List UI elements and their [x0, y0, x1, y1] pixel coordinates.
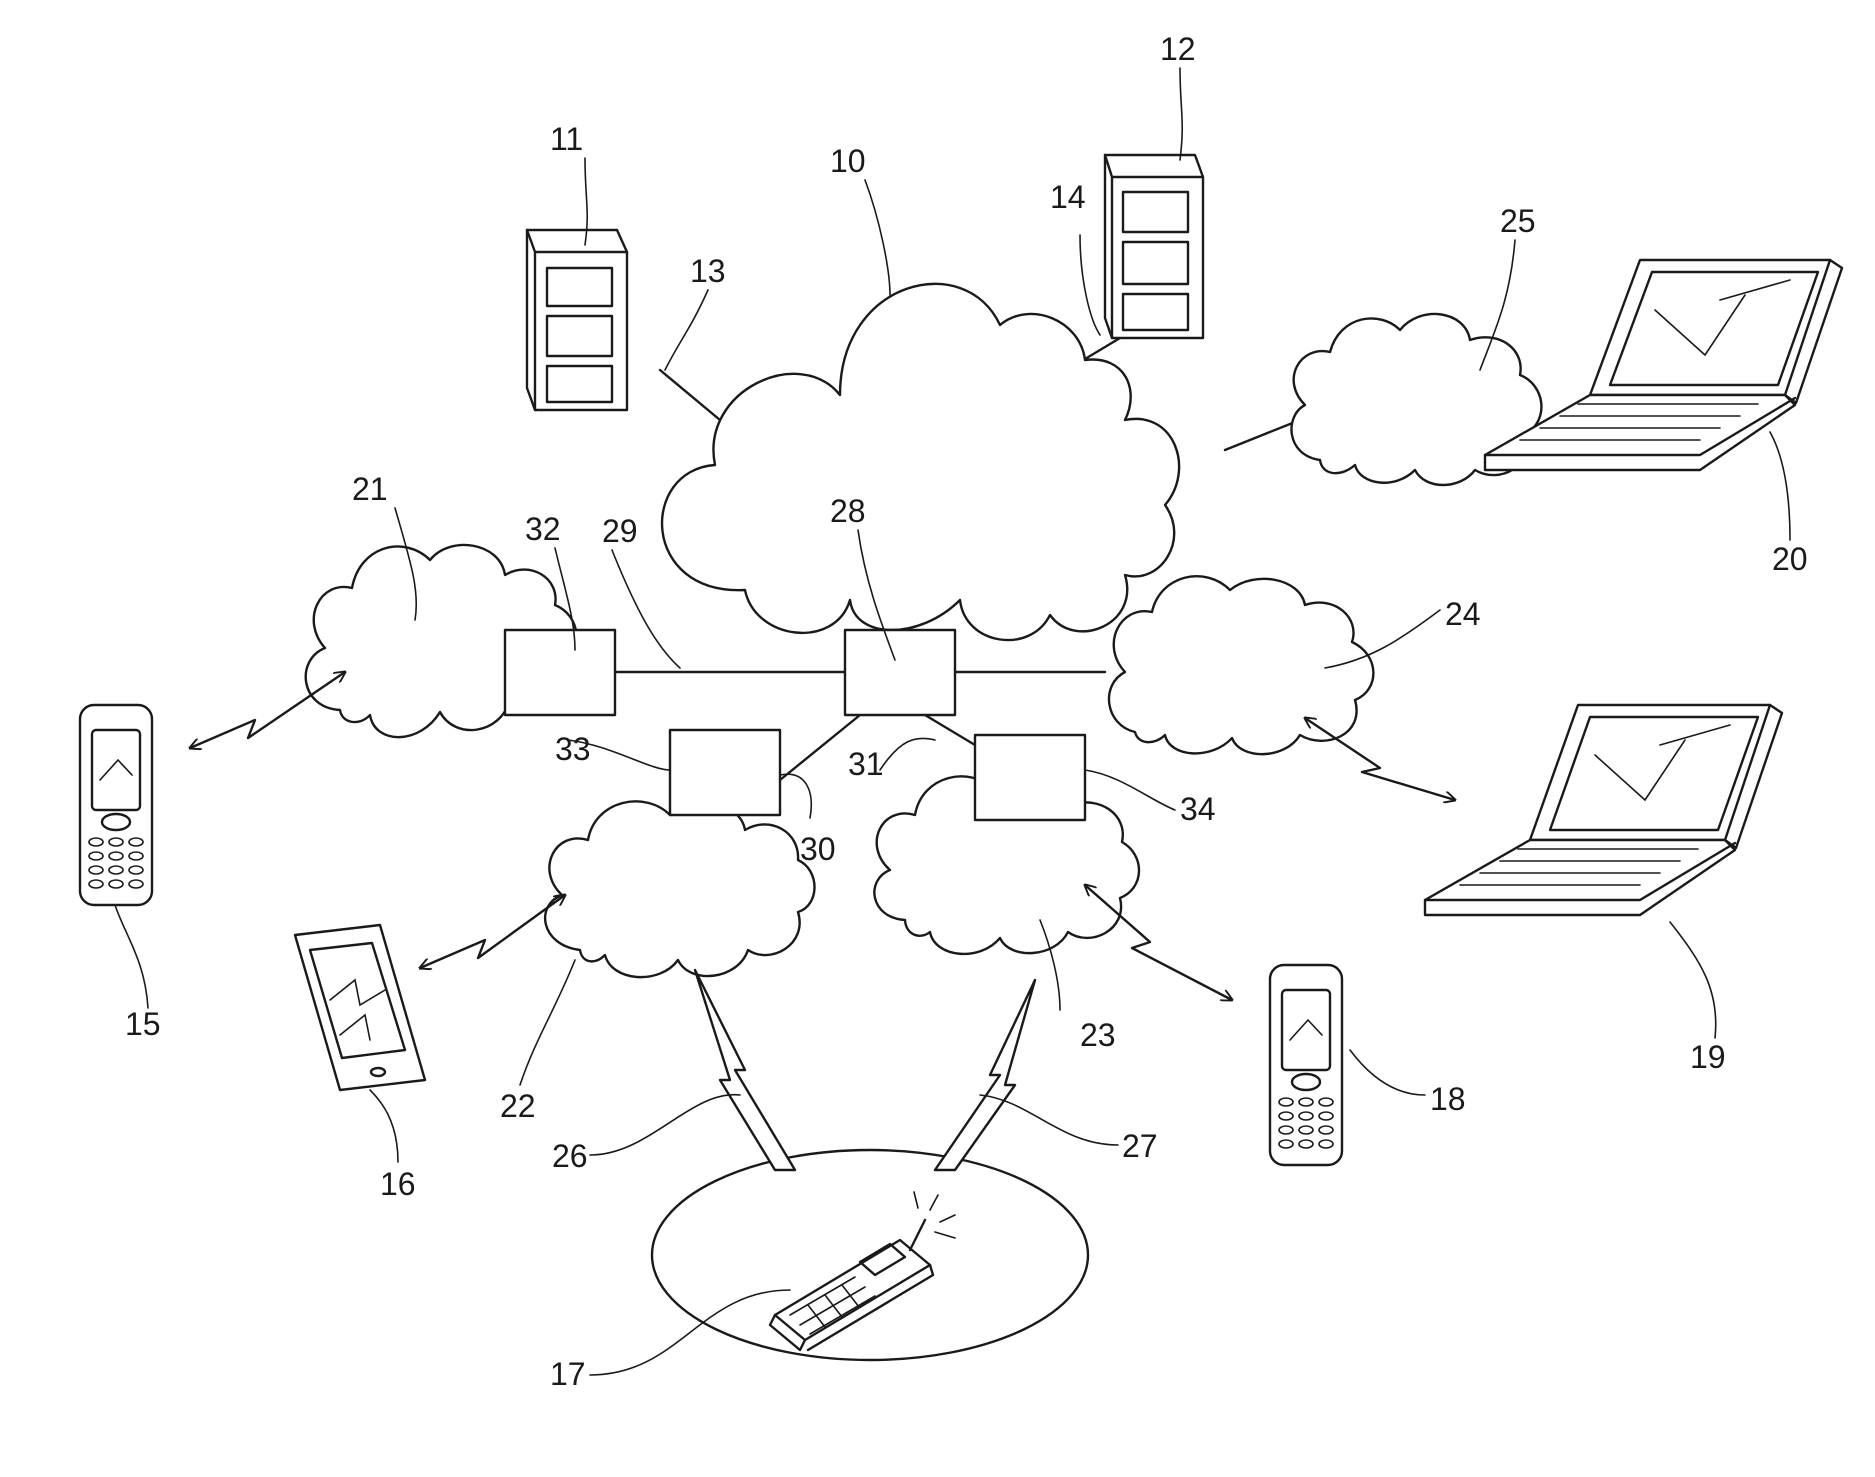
box-32 — [505, 630, 615, 715]
label-28: 28 — [830, 493, 866, 529]
laptop-20-icon — [1485, 260, 1842, 470]
label-25: 25 — [1500, 203, 1536, 239]
label-23: 23 — [1080, 1017, 1116, 1053]
box-28 — [845, 630, 955, 715]
mobile-17-icon — [770, 1192, 955, 1350]
wireless-arrow-16 — [420, 895, 565, 968]
cloud-22 — [545, 801, 814, 977]
label-12: 12 — [1160, 31, 1196, 67]
link-31 — [925, 715, 975, 745]
server-11-icon — [527, 230, 627, 410]
label-22: 22 — [500, 1088, 536, 1124]
link-13 — [660, 370, 720, 420]
radio-link-26 — [695, 970, 795, 1170]
label-14: 14 — [1050, 179, 1086, 215]
label-30: 30 — [800, 831, 836, 867]
tablet-16-icon — [295, 925, 425, 1090]
label-26: 26 — [552, 1138, 588, 1174]
cloud-24 — [1109, 576, 1373, 754]
box-33 — [670, 730, 780, 815]
label-31: 31 — [848, 746, 884, 782]
server-12-icon — [1105, 155, 1203, 338]
label-24: 24 — [1445, 596, 1481, 632]
radio-link-27 — [935, 980, 1035, 1170]
label-16: 16 — [380, 1166, 416, 1202]
label-29: 29 — [602, 513, 638, 549]
phone-15-icon — [80, 705, 152, 905]
leader-lines — [115, 68, 1790, 1375]
link-cloud10-cloud25 — [1225, 420, 1300, 450]
cloud-10 — [662, 284, 1179, 640]
box-34 — [975, 735, 1085, 820]
label-19: 19 — [1690, 1039, 1726, 1075]
label-10: 10 — [830, 143, 866, 179]
label-33: 33 — [555, 731, 591, 767]
label-15: 15 — [125, 1006, 161, 1042]
label-13: 13 — [690, 253, 726, 289]
label-32: 32 — [525, 511, 561, 547]
label-17: 17 — [550, 1356, 586, 1392]
label-27: 27 — [1122, 1128, 1158, 1164]
label-11: 11 — [550, 121, 583, 157]
network-nodes — [505, 630, 1085, 820]
label-21: 21 — [352, 471, 388, 507]
label-34: 34 — [1180, 791, 1216, 827]
laptop-19-icon — [1425, 705, 1782, 915]
label-20: 20 — [1772, 541, 1808, 577]
phone-18-icon — [1270, 965, 1342, 1165]
label-18: 18 — [1430, 1081, 1466, 1117]
